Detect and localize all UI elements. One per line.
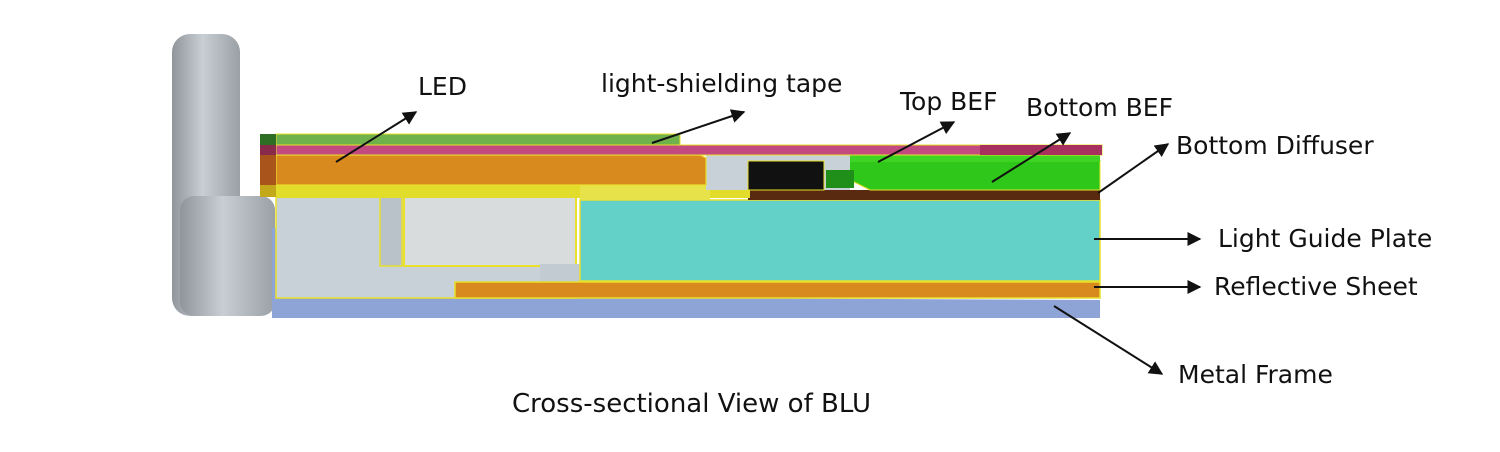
housing-post (172, 34, 275, 316)
top-green-layer (275, 133, 681, 146)
top-bef-arrow (877, 121, 956, 163)
diagram-caption: Cross-sectional View of BLU (512, 389, 871, 419)
light-guide-plate-layer (579, 199, 1101, 282)
bottom-diffuser-arrow (1097, 143, 1170, 194)
label-light-shielding-tape: light-shielding tape (601, 69, 842, 98)
label-metal-frame: Metal Frame (1178, 360, 1333, 389)
label-top-bef: Top BEF (899, 87, 997, 116)
bottom-bef-arrow (991, 132, 1072, 183)
label-bottom-diffuser: Bottom Diffuser (1176, 131, 1374, 160)
black-block (747, 160, 854, 191)
label-reflective-sheet: Reflective Sheet (1214, 272, 1418, 301)
annotation-arrows (335, 109, 1202, 375)
led-arrow (335, 111, 418, 163)
metal-frame-layer (272, 228, 1100, 318)
bottom-diffuser-layer (748, 190, 1100, 200)
inner-frame-layer (275, 185, 580, 299)
label-light-guide-plate: Light Guide Plate (1218, 224, 1432, 253)
reflective-sheet-layer (454, 281, 1101, 299)
top-bef-layer (850, 154, 1100, 162)
light-shielding-tape-layer (275, 144, 1103, 156)
label-bottom-bef: Bottom BEF (1026, 93, 1173, 122)
shielding-tape-arrow (651, 109, 746, 144)
label-led: LED (418, 72, 467, 101)
bottom-bef-layer (847, 159, 1101, 191)
metal-frame-arrow (1053, 305, 1164, 375)
left-edge-caps (260, 134, 276, 197)
